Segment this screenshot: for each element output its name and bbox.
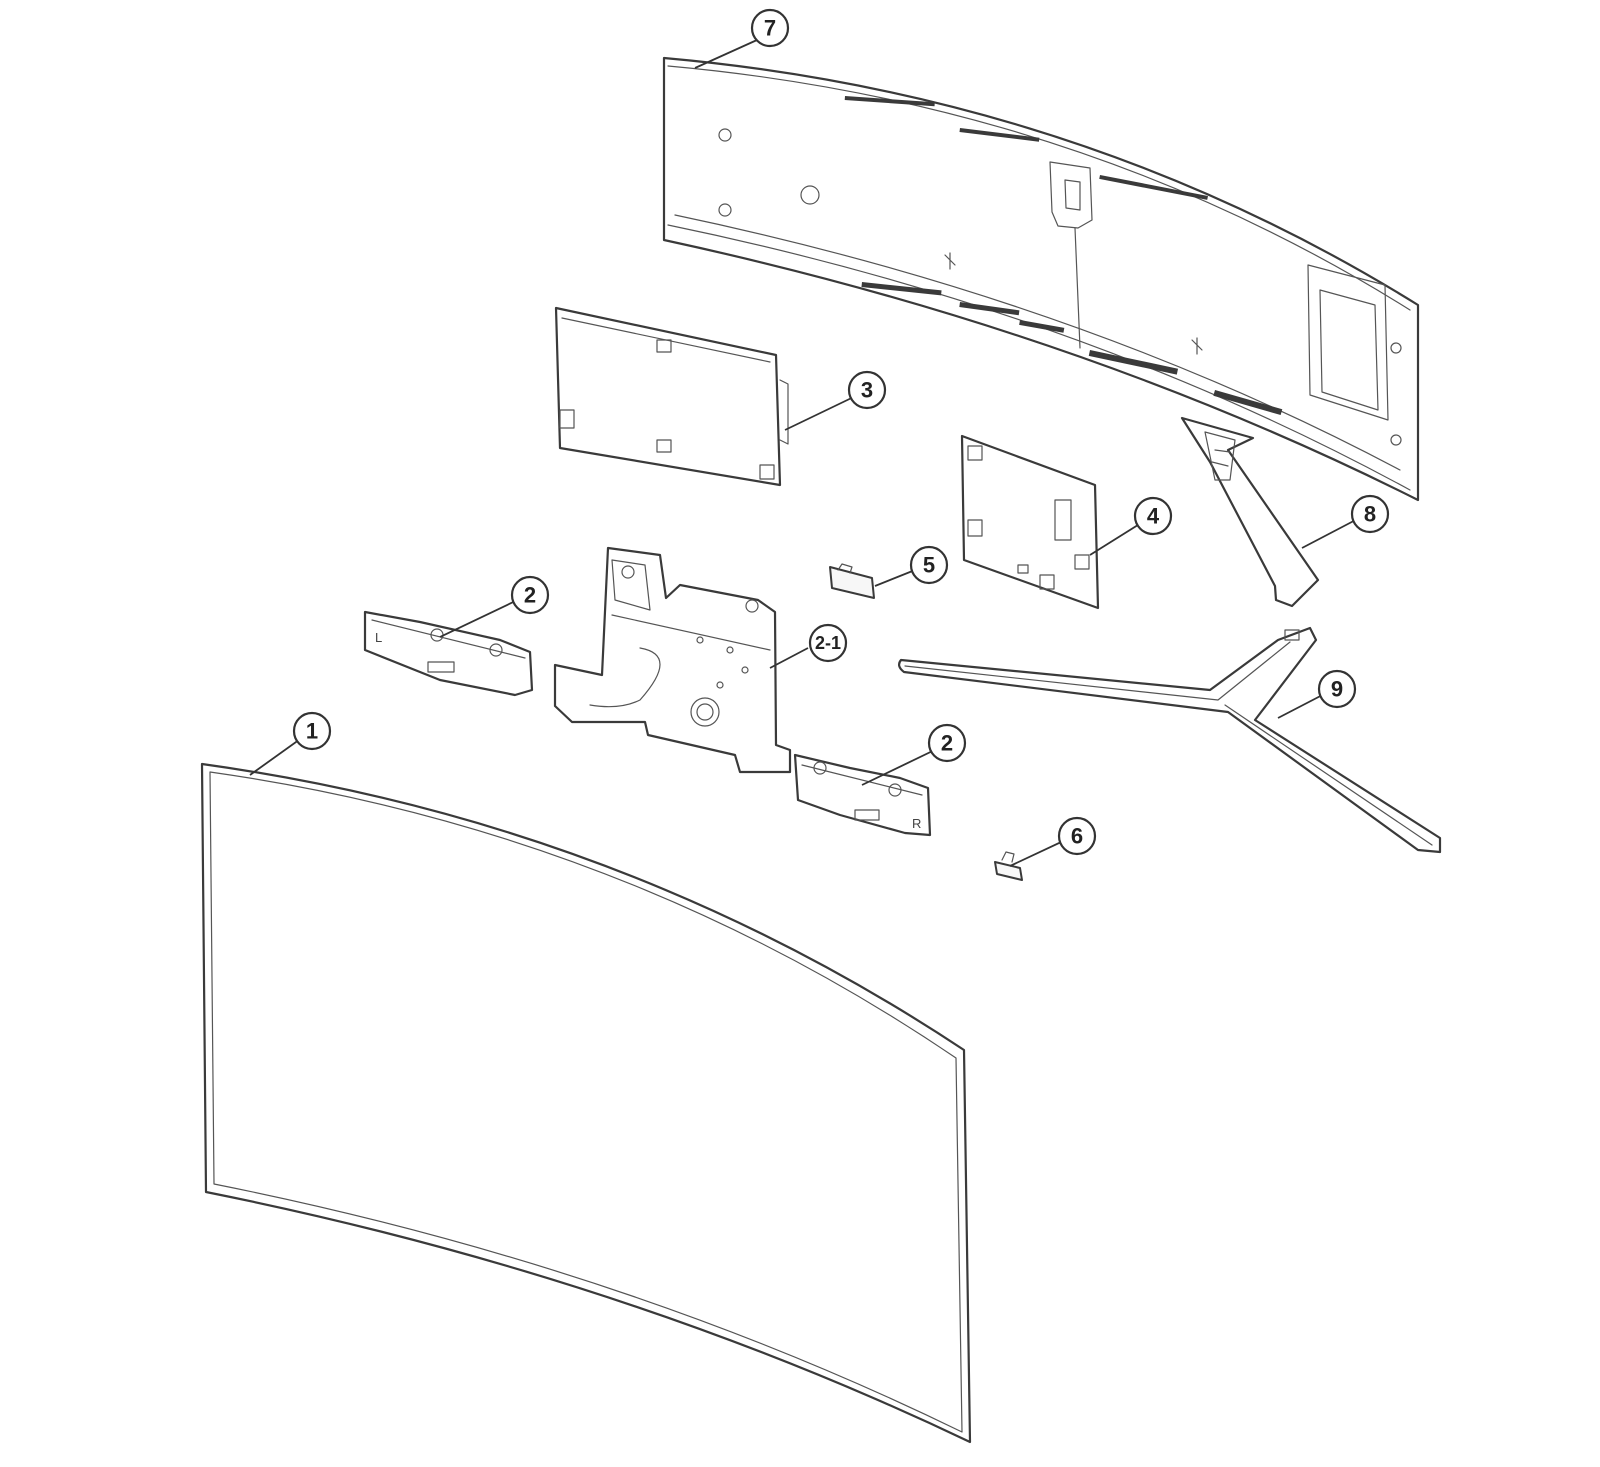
stand-neck-part-8: [1180, 416, 1320, 608]
callout-2-left: 2: [510, 575, 550, 615]
power-board-part-3: [554, 306, 789, 487]
svg-text:2-1: 2-1: [815, 633, 841, 653]
svg-text:6: 6: [1071, 824, 1083, 849]
clip-part-6: [994, 851, 1023, 881]
svg-text:8: 8: [1364, 502, 1376, 527]
main-board-part-4: [960, 434, 1100, 610]
speaker-right-mark: R: [912, 816, 921, 831]
rear-cover-part-7: [662, 56, 1420, 502]
svg-text:2: 2: [524, 583, 536, 608]
svg-text:2: 2: [941, 731, 953, 756]
svg-text:5: 5: [923, 553, 935, 578]
svg-text:4: 4: [1147, 504, 1160, 529]
speaker-left-mark: L: [375, 630, 382, 645]
callout-3: 3: [847, 370, 887, 410]
leader-lines: [249, 39, 1368, 867]
callout-4: 4: [1133, 496, 1173, 536]
svg-text:3: 3: [861, 378, 873, 403]
svg-text:9: 9: [1331, 677, 1343, 702]
speaker-left-part-2: L: [363, 610, 534, 697]
callout-6: 6: [1057, 816, 1097, 856]
svg-text:7: 7: [764, 16, 776, 41]
panel-part-1: [200, 762, 972, 1444]
callout-2-1: 2-1: [808, 623, 848, 663]
callout-9: 9: [1317, 669, 1357, 709]
small-board-part-5: [829, 563, 875, 599]
callout-2-right: 2: [927, 723, 967, 763]
svg-text:1: 1: [306, 719, 318, 744]
stand-base-part-9: [897, 626, 1442, 854]
callout-8: 8: [1350, 494, 1390, 534]
speaker-right-part-2: R: [793, 753, 932, 837]
center-bracket-part-2-1: [553, 546, 792, 774]
callout-1: 1: [292, 711, 332, 751]
callout-7: 7: [750, 8, 790, 48]
callout-5: 5: [909, 545, 949, 585]
rear-cover-vents: [844, 96, 1283, 416]
